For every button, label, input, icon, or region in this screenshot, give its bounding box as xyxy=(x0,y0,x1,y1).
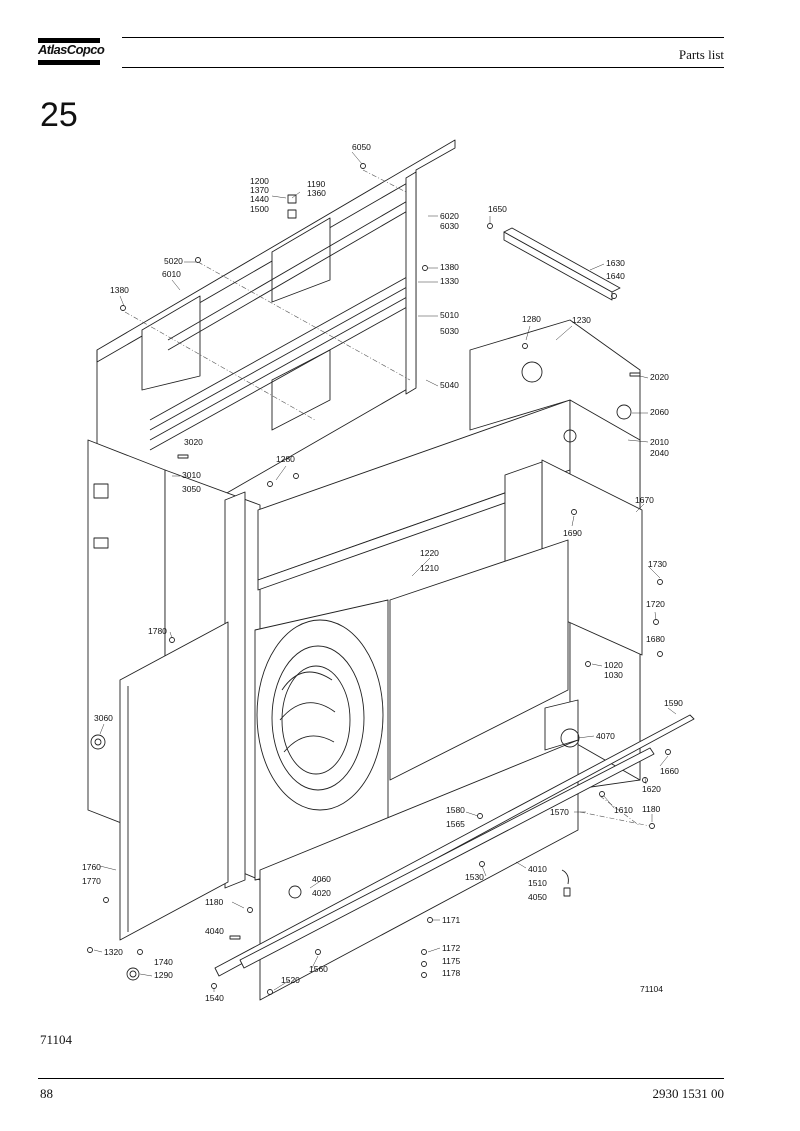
callout-label: 1290 xyxy=(154,970,173,980)
callout-label: 1640 xyxy=(606,271,625,281)
callout-label: 1180 xyxy=(642,804,661,814)
callout-labels: 6050 1190 1360 1200 1370 1440 1500 6020 … xyxy=(82,142,683,1003)
drawing-linework xyxy=(87,139,695,1001)
callout-label: 3050 xyxy=(182,484,201,494)
callout-label: 1320 xyxy=(104,947,123,957)
callout-label: 4010 xyxy=(528,864,547,874)
callout-label: 1178 xyxy=(442,968,461,978)
callout-label: 1565 xyxy=(446,819,465,829)
callout-label: 1210 xyxy=(420,563,439,573)
page-number: 88 xyxy=(40,1086,53,1101)
callout-label: 1510 xyxy=(528,878,547,888)
logo-top-bar xyxy=(38,38,100,43)
callout-label: 5020 xyxy=(164,256,183,266)
figure-caption: 71104 xyxy=(40,1032,73,1047)
header-top-rule xyxy=(122,37,724,38)
header-bottom-rule xyxy=(122,67,724,68)
logo-wordmark: AtlasCopco xyxy=(38,42,105,57)
callout-label: 6030 xyxy=(440,221,459,231)
callout-label: 1230 xyxy=(572,315,591,325)
exploded-parts-drawing: 6050 1190 1360 1200 1370 1440 1500 6020 … xyxy=(80,138,720,1008)
callout-label: 1620 xyxy=(642,784,661,794)
callout-label: 1530 xyxy=(465,872,484,882)
callout-label: 1730 xyxy=(648,559,667,569)
document-number: 2930 1531 00 xyxy=(652,1086,725,1101)
callout-label: 2010 xyxy=(650,437,669,447)
callout-label: 1030 xyxy=(604,670,623,680)
callout-label: 1360 xyxy=(307,188,326,198)
callout-label: 1370 xyxy=(250,185,269,195)
section-number: 25 xyxy=(40,96,78,134)
callout-label: 1500 xyxy=(250,204,269,214)
header-title: Parts list xyxy=(678,47,724,62)
callout-label: 1220 xyxy=(420,548,439,558)
callout-label: 1760 xyxy=(82,862,101,872)
callout-label: 1171 xyxy=(442,915,461,925)
callout-label: 2040 xyxy=(650,448,669,458)
callout-label: 1630 xyxy=(606,258,625,268)
callout-label: 2060 xyxy=(650,407,669,417)
callout-label: 1590 xyxy=(664,698,683,708)
callout-leader-lines xyxy=(93,151,677,992)
callout-label: 2020 xyxy=(650,372,669,382)
callout-label: 1610 xyxy=(614,805,633,815)
callout-label: 1280 xyxy=(276,454,295,464)
callout-label: 1020 xyxy=(604,660,623,670)
callout-label: 1540 xyxy=(205,993,224,1003)
callout-label: 4060 xyxy=(312,874,331,884)
callout-label: 1380 xyxy=(440,262,459,272)
callout-label: 6020 xyxy=(440,211,459,221)
atlas-copco-logo: AtlasCopco xyxy=(38,38,105,68)
callout-label: 1180 xyxy=(205,897,224,907)
callout-label: 1740 xyxy=(154,957,173,967)
callout-label: 1172 xyxy=(442,943,461,953)
assembly-guide-lines xyxy=(124,169,651,827)
callout-label: 1780 xyxy=(148,626,167,636)
callout-label: 1440 xyxy=(250,194,269,204)
callout-label: 3020 xyxy=(184,437,203,447)
callout-label: 1380 xyxy=(110,285,129,295)
callout-label: 1520 xyxy=(281,975,300,985)
callout-label: 1690 xyxy=(563,528,582,538)
callout-label: 1570 xyxy=(550,807,569,817)
logo-bottom-bar xyxy=(38,60,100,65)
callout-label: 1190 xyxy=(307,179,326,189)
callout-label: 4020 xyxy=(312,888,331,898)
callout-label: 3060 xyxy=(94,713,113,723)
callout-label: 1560 xyxy=(309,964,328,974)
callout-label: 3010 xyxy=(182,470,201,480)
callout-label: 4070 xyxy=(596,731,615,741)
callout-label: 4040 xyxy=(205,926,224,936)
callout-label: 1330 xyxy=(440,276,459,286)
callout-label: 5040 xyxy=(440,380,459,390)
callout-label: 1200 xyxy=(250,176,269,186)
callout-label: 1175 xyxy=(442,956,461,966)
callout-label: 1670 xyxy=(635,495,654,505)
callout-label: 1650 xyxy=(488,204,507,214)
callout-label: 5030 xyxy=(440,326,459,336)
callout-label: 6050 xyxy=(352,142,371,152)
footer-rule xyxy=(38,1078,724,1079)
callout-label: 6010 xyxy=(162,269,181,279)
callout-label: 1680 xyxy=(646,634,665,644)
callout-label: 1660 xyxy=(660,766,679,776)
callout-label: 1280 xyxy=(522,314,541,324)
drawing-svg: 6050 1190 1360 1200 1370 1440 1500 6020 … xyxy=(82,139,695,1003)
callout-label: 1720 xyxy=(646,599,665,609)
callout-label: 1580 xyxy=(446,805,465,815)
callout-label: 4050 xyxy=(528,892,547,902)
callout-label: 1770 xyxy=(82,876,101,886)
drawing-reference-id: 71104 xyxy=(640,984,663,994)
callout-label: 5010 xyxy=(440,310,459,320)
